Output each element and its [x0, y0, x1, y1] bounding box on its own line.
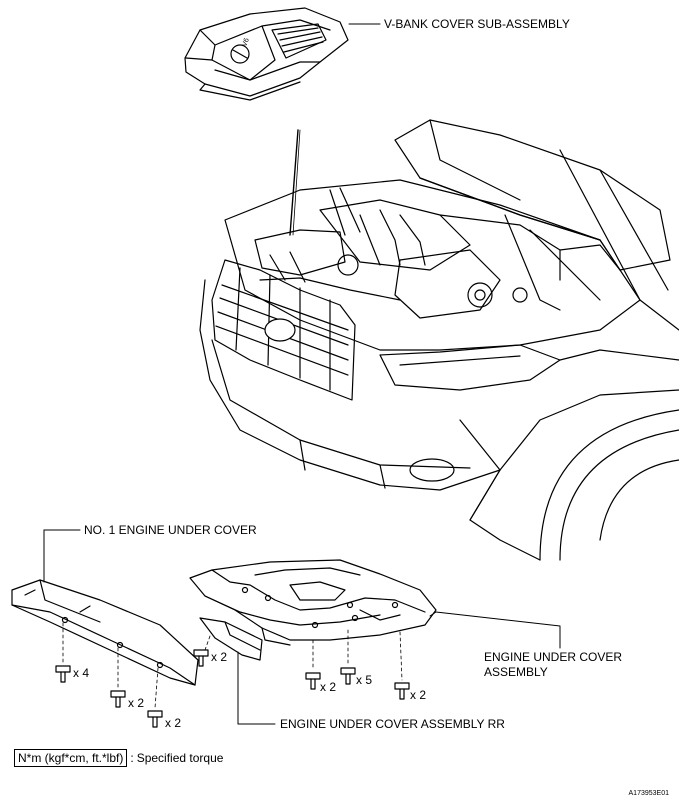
svg-text:V6: V6 [241, 37, 251, 48]
bolt-group-left [55, 622, 163, 728]
engine-under-cover-assembly-part [189, 559, 437, 646]
v-bank-cover-label: V-BANK COVER SUB-ASSEMBLY [384, 17, 570, 31]
bolt-qty-label: x 4 [73, 666, 90, 680]
engine-under-cover-rr-part [199, 617, 263, 661]
legend-text: Specified torque [136, 751, 224, 765]
bolt-qty-label: x 2 [410, 688, 427, 702]
no1-engine-under-cover-part [11, 579, 199, 686]
bolt-qty-label: x 2 [211, 650, 228, 664]
torque-unit-box: N*m (kgf*cm, ft.*lbf) [14, 749, 128, 767]
engine-under-cover-assembly-label-line2: ASSEMBLY [484, 665, 548, 679]
legend-separator: : [130, 751, 134, 765]
engine-under-cover-assembly-label-line1: ENGINE UNDER COVER [484, 650, 623, 664]
vehicle-front-body [199, 119, 679, 561]
no1-engine-under-cover-label: NO. 1 ENGINE UNDER COVER [84, 523, 257, 537]
torque-legend: N*m (kgf*cm, ft.*lbf) : Specified torque [14, 749, 223, 767]
bolt-qty-label: x 5 [356, 673, 373, 687]
v-bank-cover-part: V6 [184, 7, 349, 101]
figure-id: A173953E01 [628, 790, 669, 797]
bolt-qty-label: x 2 [128, 696, 145, 710]
bolt-qty-label: x 2 [165, 716, 182, 730]
bolt-qty-label: x 2 [320, 680, 337, 694]
engine-under-cover-rr-label: ENGINE UNDER COVER ASSEMBLY RR [280, 717, 505, 731]
bolt-group-right [193, 629, 410, 700]
